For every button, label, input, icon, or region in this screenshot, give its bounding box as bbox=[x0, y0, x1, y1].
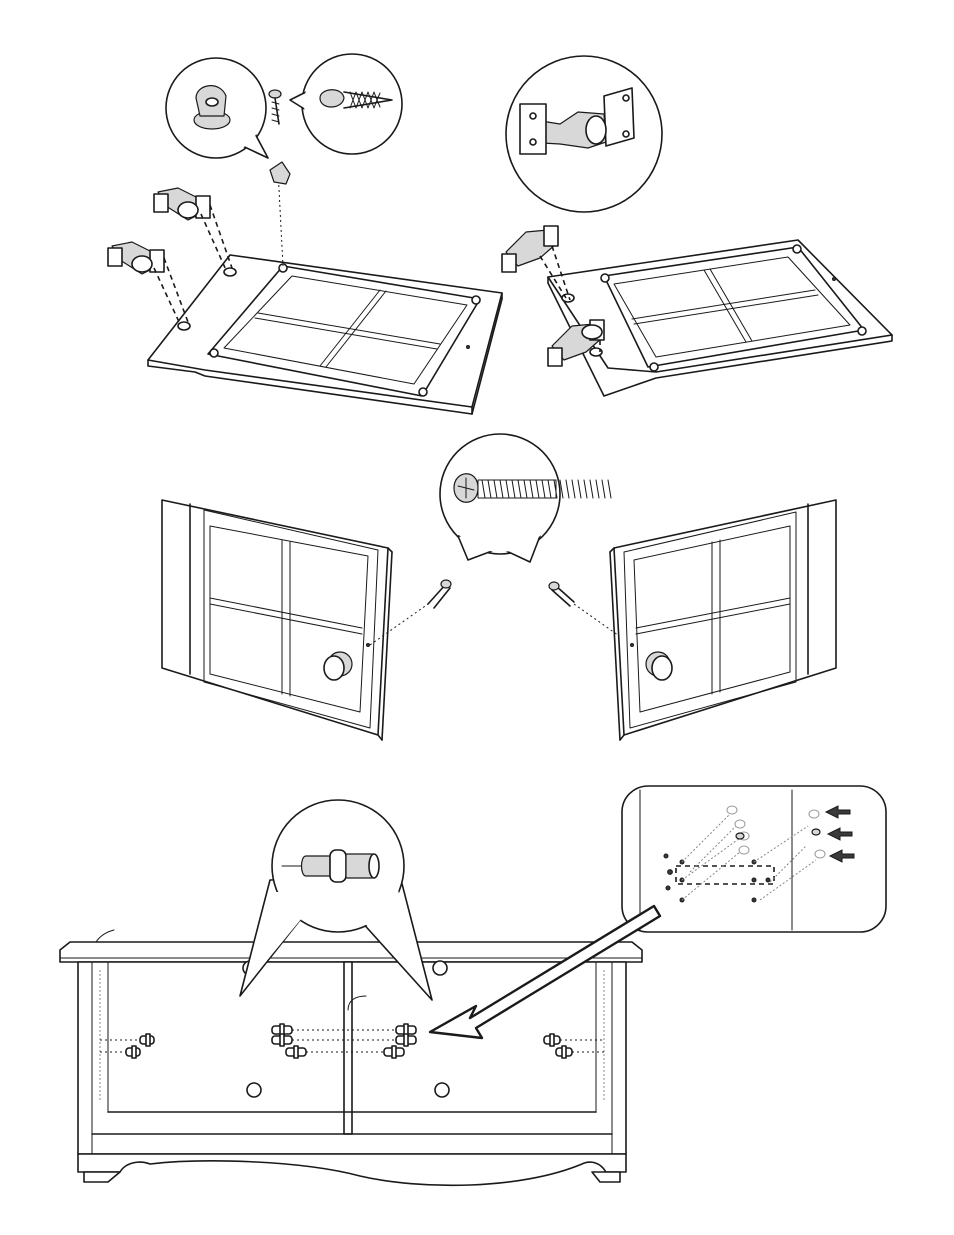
hinge-part bbox=[548, 320, 604, 366]
screw-short-callout bbox=[290, 54, 402, 154]
knob-screw-callout bbox=[440, 434, 611, 562]
hinge-part bbox=[502, 226, 570, 300]
shelf-pin-insertion-callout bbox=[430, 786, 886, 1038]
door-with-knob-right bbox=[610, 500, 836, 740]
knob-screw bbox=[428, 580, 451, 608]
hinge-part bbox=[108, 242, 188, 324]
shelf-pin bbox=[286, 1046, 306, 1058]
shelf-pin bbox=[126, 1046, 140, 1058]
shelf-pin bbox=[140, 1034, 154, 1046]
door-with-hinges-right bbox=[548, 240, 892, 396]
hinge-part bbox=[154, 188, 232, 270]
door-stop-bumper-callout bbox=[166, 58, 268, 158]
hinge-callout bbox=[506, 56, 662, 212]
shelf-pin bbox=[396, 1034, 416, 1046]
screw-short bbox=[269, 90, 281, 124]
door-with-knob-left bbox=[162, 500, 428, 740]
shelf-pin bbox=[272, 1034, 292, 1046]
shelf-pin bbox=[556, 1046, 572, 1058]
shelf-pin bbox=[384, 1046, 404, 1058]
shelf-pin bbox=[544, 1034, 560, 1046]
door-stop-bumper bbox=[270, 162, 290, 184]
